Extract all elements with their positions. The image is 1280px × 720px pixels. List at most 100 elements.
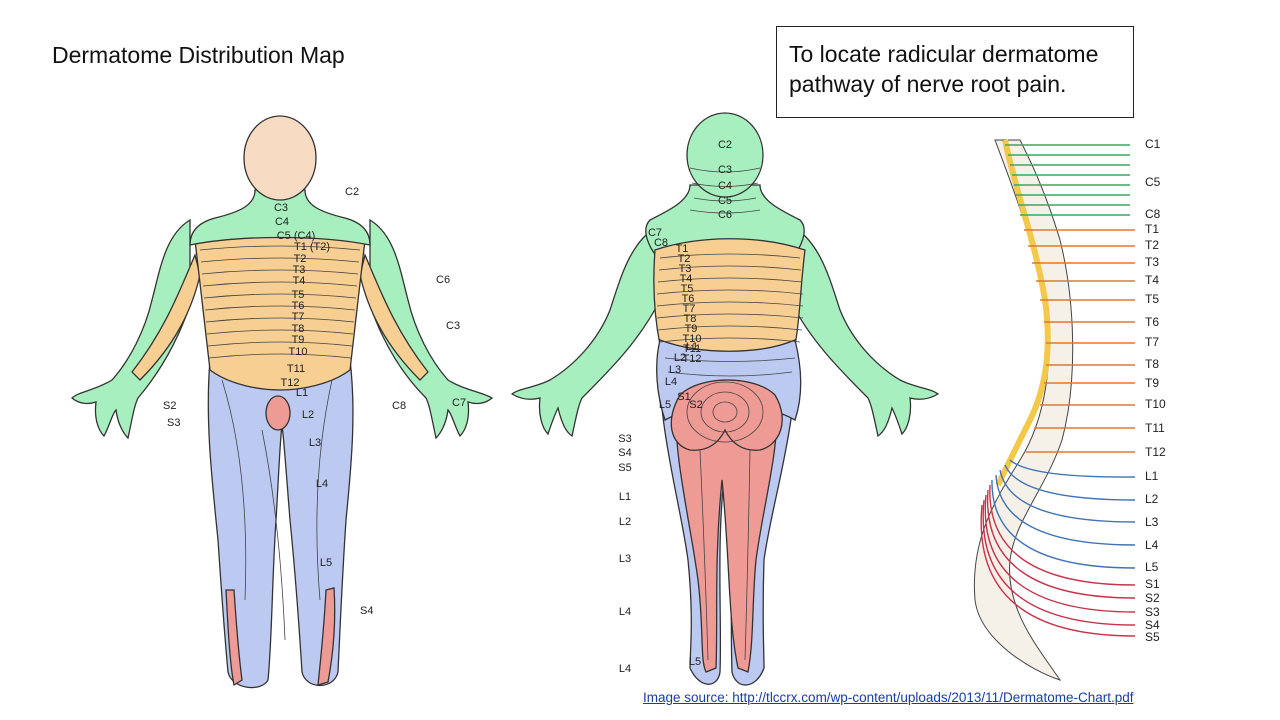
back-head <box>686 112 764 198</box>
spinal-cord <box>995 139 1051 487</box>
spine-label-s2: S2 <box>1145 591 1160 605</box>
front-torso-thoracic <box>194 231 366 391</box>
back-label-l4-32: L4 <box>619 606 631 618</box>
spine-label-s4: S4 <box>1145 618 1160 632</box>
front-label-t1t2: T1 (T2) <box>294 241 330 253</box>
front-label-c5c4: C5 (C4) <box>277 230 316 242</box>
front-label-t11: T11 <box>287 363 305 375</box>
front-label-t9: T9 <box>292 334 305 346</box>
front-label-c8: C8 <box>392 400 406 412</box>
back-label-l3-31: L3 <box>619 553 631 565</box>
spine-label-t7: T7 <box>1145 335 1159 349</box>
back-label-t4-10: T4 <box>680 273 693 285</box>
front-arm-left <box>71 218 191 440</box>
back-label-t6-12: T6 <box>682 293 695 305</box>
image-source-link[interactable]: Image source: http://tlccrx.com/wp-conte… <box>643 690 1134 705</box>
front-label-c3: C3 <box>446 320 460 332</box>
back-label-l1-29: L1 <box>619 491 631 503</box>
back-label-l1-19: L1 <box>686 341 698 353</box>
spine-label-t11: T11 <box>1145 421 1165 435</box>
back-label-t12-18: T12 <box>683 353 702 365</box>
spine-label-t10: T10 <box>1145 397 1166 411</box>
front-label-t7: T7 <box>292 311 305 323</box>
front-label-c6: C6 <box>436 274 450 286</box>
back-arm-left <box>510 223 661 438</box>
front-arm-right <box>369 218 494 440</box>
back-label-l3-21: L3 <box>669 364 681 376</box>
back-label-s4-27: S4 <box>618 447 631 459</box>
front-label-c7: C7 <box>452 397 466 409</box>
back-label-l4-22: L4 <box>665 376 677 388</box>
front-arm-t1-right <box>359 252 429 381</box>
spine-label-s1: S1 <box>1145 577 1160 591</box>
back-label-c3-1: C3 <box>718 164 732 176</box>
spine-label-l3: L3 <box>1145 515 1159 529</box>
back-label-l2-30: L2 <box>619 516 631 528</box>
back-label-s1-24: S1 <box>677 391 690 403</box>
description-box: To locate radicular dermatome pathway of… <box>776 26 1134 118</box>
spine-label-t6: T6 <box>1145 315 1159 329</box>
back-label-t9-15: T9 <box>685 323 698 335</box>
back-label-l4-33: L4 <box>619 663 631 675</box>
front-head <box>243 115 317 201</box>
spine-label-t4: T4 <box>1145 273 1159 287</box>
spine-label-l1: L1 <box>1145 469 1159 483</box>
front-label-s3: S3 <box>167 417 180 429</box>
front-label-l5: L5 <box>320 557 332 569</box>
spine-label-s3: S3 <box>1145 605 1160 619</box>
front-dermatome-lines <box>199 245 361 641</box>
page-title: Dermatome Distribution Map <box>52 42 345 68</box>
spine-label-c1: C1 <box>1145 137 1161 151</box>
spine-label-l5: L5 <box>1145 560 1159 574</box>
front-label-t5: T5 <box>292 289 305 301</box>
spine-label-c8: C8 <box>1145 207 1161 221</box>
back-label-s3-26: S3 <box>618 433 631 445</box>
front-label-l1: L1 <box>296 387 308 399</box>
back-label-l5-34: L5 <box>689 656 701 668</box>
front-label-t6: T6 <box>292 300 305 312</box>
front-label-t2: T2 <box>294 253 307 265</box>
spine-label-s5: S5 <box>1145 630 1160 644</box>
back-label-c7-5: C7 <box>648 227 662 239</box>
spine-label-l2: L2 <box>1145 492 1159 506</box>
front-label-c4: C4 <box>275 216 289 228</box>
front-label-t3: T3 <box>293 264 306 276</box>
front-label-s2: S2 <box>163 400 176 412</box>
back-label-t1-7: T1 <box>676 243 689 255</box>
front-label-t10: T10 <box>289 346 308 358</box>
back-label-t8-14: T8 <box>684 313 697 325</box>
back-label-t3-9: T3 <box>679 263 692 275</box>
spine-nerves <box>980 144 1136 637</box>
front-genital-sacral <box>265 395 291 431</box>
front-label-t12: T12 <box>281 377 300 389</box>
back-label-c6-4: C6 <box>718 209 732 221</box>
front-label-c3: C3 <box>274 202 288 214</box>
back-label-c8-6: C8 <box>654 237 668 249</box>
front-label-l4: L4 <box>316 478 328 490</box>
front-label-c2: C2 <box>345 186 359 198</box>
front-label-l2: L2 <box>302 409 314 421</box>
front-arm-t1-left <box>131 252 201 381</box>
front-sacral-left <box>225 589 243 687</box>
back-label-c5-3: C5 <box>718 195 732 207</box>
spine-label-t12: T12 <box>1145 445 1166 459</box>
back-label-t5-11: T5 <box>681 283 694 295</box>
spine-label-t2: T2 <box>1145 238 1159 252</box>
back-label-s2-25: S2 <box>689 399 702 411</box>
spine-label-t9: T9 <box>1145 376 1159 390</box>
back-dermatome-lines <box>656 167 804 661</box>
spine-label-t5: T5 <box>1145 292 1159 306</box>
spine-label-c5: C5 <box>1145 175 1161 189</box>
back-label-c2-0: C2 <box>718 139 732 151</box>
spine-label-t1: T1 <box>1145 222 1159 236</box>
spine-label-l4: L4 <box>1145 538 1159 552</box>
back-label-l5-23: L5 <box>659 399 671 411</box>
front-sacral-right <box>317 587 336 686</box>
back-label-t7-13: T7 <box>683 303 696 315</box>
back-label-t11-17: T11 <box>683 343 701 355</box>
back-label-s5-28: S5 <box>618 462 631 474</box>
back-buttocks-sacral <box>670 379 783 451</box>
back-label-t10-16: T10 <box>683 333 702 345</box>
